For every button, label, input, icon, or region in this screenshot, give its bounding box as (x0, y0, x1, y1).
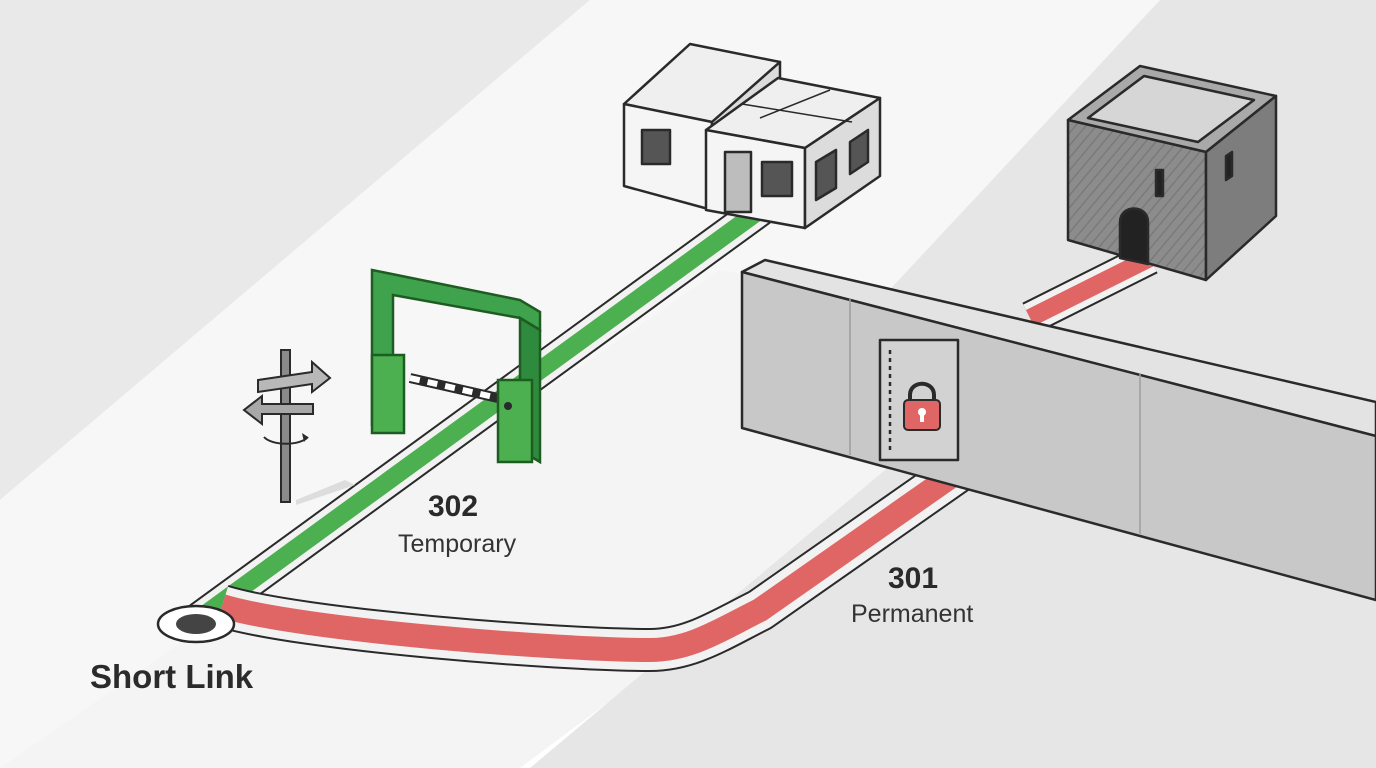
wall-icon (740, 258, 1376, 602)
short-link-label: Short Link (90, 658, 254, 695)
gate-icon (370, 268, 542, 465)
fortress-icon (1066, 64, 1278, 282)
permanent-route-track (215, 242, 1158, 672)
permanent-type-label: Permanent (851, 600, 974, 628)
lock-icon (903, 381, 941, 431)
temporary-type-label: Temporary (398, 530, 517, 558)
temporary-route-track (183, 193, 777, 635)
temporary-code-label: 302 (428, 490, 479, 523)
hole-icon (156, 604, 236, 644)
office-building-icon (622, 42, 882, 230)
signpost-icon (242, 349, 355, 505)
permanent-code-label: 301 (888, 562, 939, 595)
